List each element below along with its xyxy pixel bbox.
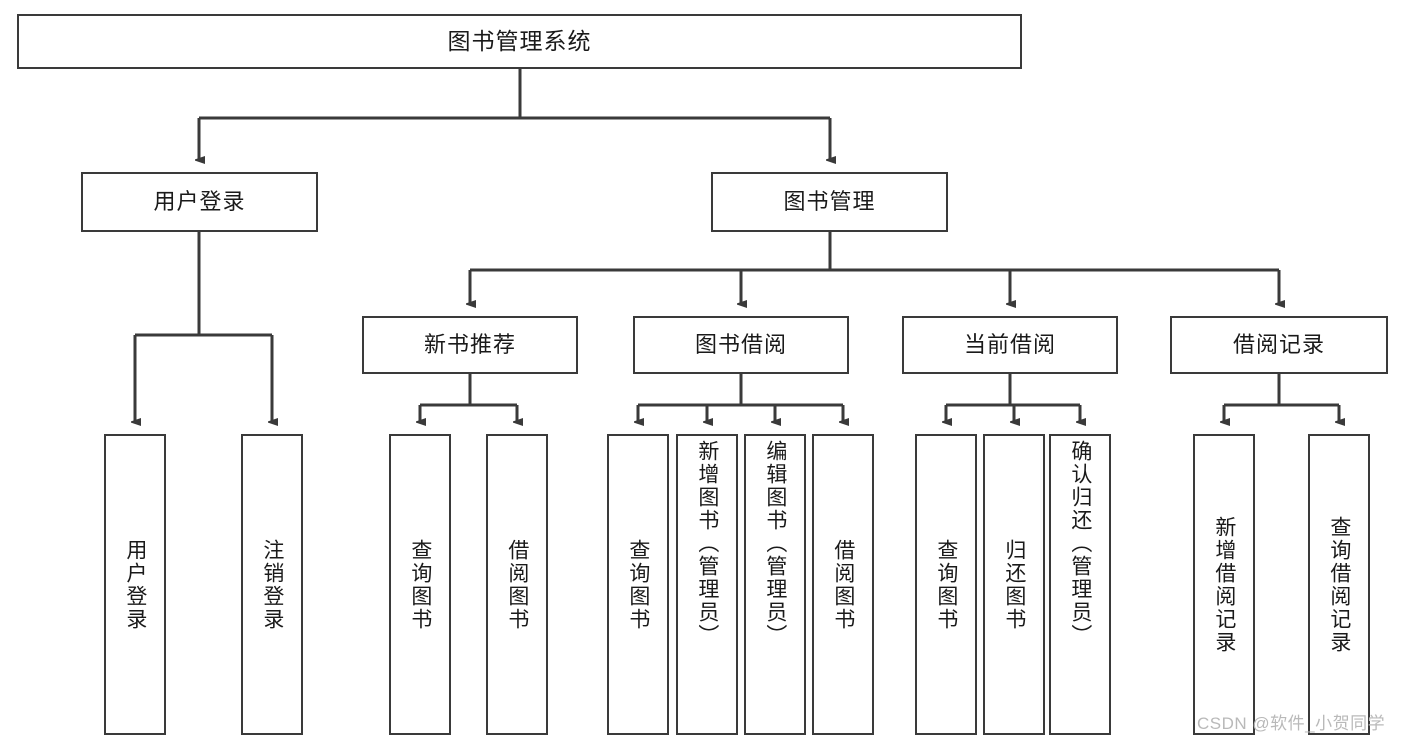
leaf-label: 注销登录 xyxy=(260,538,284,631)
node-root-label: 图书管理系统 xyxy=(447,27,592,54)
node-book-borrow[interactable]: 图书借阅 xyxy=(633,316,849,374)
node-borrow-record[interactable]: 借阅记录 xyxy=(1170,316,1388,374)
leaf-node[interactable]: 新增图书（管理员） xyxy=(676,434,738,735)
node-current-borrow-label: 当前借阅 xyxy=(963,331,1056,357)
leaf-node[interactable]: 编辑图书（管理员） xyxy=(744,434,806,735)
node-book-management-label: 图书管理 xyxy=(783,188,876,214)
node-user-login[interactable]: 用户登录 xyxy=(81,172,318,232)
node-book-borrow-label: 图书借阅 xyxy=(694,331,787,357)
watermark: CSDN @软件_小贺同学 xyxy=(1197,714,1386,733)
leaf-label: 借阅图书 xyxy=(831,538,855,631)
leaf-node[interactable]: 新增借阅记录 xyxy=(1193,434,1255,735)
leaf-node[interactable]: 查询图书 xyxy=(389,434,451,735)
node-book-management[interactable]: 图书管理 xyxy=(711,172,948,232)
leaf-node[interactable]: 借阅图书 xyxy=(812,434,874,735)
node-new-book-recommend[interactable]: 新书推荐 xyxy=(362,316,578,374)
leaf-label: 编辑图书（管理员） xyxy=(763,440,787,647)
node-new-book-recommend-label: 新书推荐 xyxy=(423,331,516,357)
leaf-label: 查询图书 xyxy=(408,538,432,631)
leaf-label: 查询借阅记录 xyxy=(1327,515,1351,654)
leaf-node[interactable]: 归还图书 xyxy=(983,434,1045,735)
leaf-node[interactable]: 确认归还（管理员） xyxy=(1049,434,1111,735)
leaf-label: 查询图书 xyxy=(934,538,958,631)
leaf-node[interactable]: 查询图书 xyxy=(915,434,977,735)
node-root[interactable]: 图书管理系统 xyxy=(17,14,1022,69)
leaf-label: 确认归还（管理员） xyxy=(1068,440,1092,647)
leaf-node[interactable]: 查询借阅记录 xyxy=(1308,434,1370,735)
leaf-label: 归还图书 xyxy=(1002,538,1026,631)
leaf-node[interactable]: 用户登录 xyxy=(104,434,166,735)
leaf-node[interactable]: 查询图书 xyxy=(607,434,669,735)
node-borrow-record-label: 借阅记录 xyxy=(1232,331,1325,357)
leaf-label: 用户登录 xyxy=(123,538,147,631)
leaf-label: 新增借阅记录 xyxy=(1212,515,1236,654)
leaf-node[interactable]: 注销登录 xyxy=(241,434,303,735)
leaf-node[interactable]: 借阅图书 xyxy=(486,434,548,735)
node-current-borrow[interactable]: 当前借阅 xyxy=(902,316,1118,374)
node-user-login-label: 用户登录 xyxy=(153,188,246,214)
leaf-label: 新增图书（管理员） xyxy=(695,440,719,647)
leaf-label: 查询图书 xyxy=(626,538,650,631)
leaf-label: 借阅图书 xyxy=(505,538,529,631)
